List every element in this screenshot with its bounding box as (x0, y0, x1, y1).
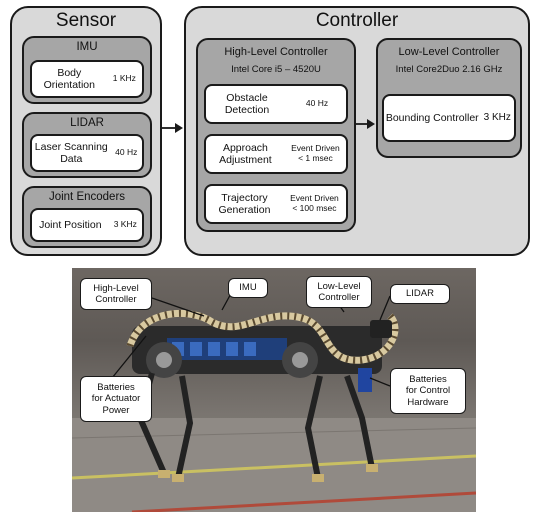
lidar-title: LIDAR (70, 117, 104, 129)
obstacle-detection-rate: 40 Hz (305, 98, 329, 109)
callout-batteries-control: Batteries for Control Hardware (390, 368, 466, 414)
bounding-controller-label: Bounding Controller (385, 111, 479, 124)
joint-encoders-group: Joint Encoders Joint Position 3 KHz (22, 186, 152, 248)
sensor-to-controller-arrow (162, 123, 183, 133)
callout-high-level-controller: High-Level Controller (80, 278, 152, 310)
laser-scanning-rate: 40 Hz (115, 147, 138, 158)
body-orientation-box: Body Orientation 1 KHz (30, 60, 144, 98)
robot-illustration (72, 287, 476, 512)
callout-lidar: LIDAR (390, 284, 450, 304)
joint-position-label: Joint Position (39, 218, 102, 231)
approach-adjustment-box: Approach Adjustment Event Driven < 1 mse… (204, 134, 348, 174)
body-orientation-rate: 1 KHz (112, 73, 136, 84)
imu-group: IMU Body Orientation 1 KHz (22, 36, 152, 104)
laser-scanning-label: Laser Scanning Data (34, 140, 108, 165)
sensor-title: Sensor (55, 10, 117, 31)
approach-adjustment-label: Approach Adjustment (219, 141, 272, 166)
high-level-cpu: Intel Core i5 – 4520U (231, 64, 321, 75)
sensor-panel: Sensor IMU Body Orientation 1 KHz LIDAR … (10, 6, 162, 256)
bounding-controller-box: Bounding Controller 3 KHz (382, 94, 516, 142)
laser-scanning-box: Laser Scanning Data 40 Hz (30, 134, 144, 172)
body-orientation-label: Body Orientation (43, 66, 95, 91)
obstacle-detection-label: Obstacle Detection (224, 91, 270, 116)
trajectory-generation-label: Trajectory Generation (218, 191, 271, 216)
cheetah-robot-photo: High-Level Controller IMU Low-Level Cont… (72, 268, 476, 512)
low-level-cpu: Intel Core2Duo 2.16 GHz (395, 64, 503, 75)
imu-title: IMU (76, 41, 98, 53)
callout-low-level-controller: Low-Level Controller (306, 276, 372, 308)
obstacle-detection-box: Obstacle Detection 40 Hz (204, 84, 348, 124)
controller-panel: Controller High-Level Controller Intel C… (184, 6, 530, 256)
bounding-controller-rate: 3 KHz (483, 112, 511, 124)
joint-position-rate: 3 KHz (113, 219, 137, 230)
callout-batteries-actuator: Batteries for Actuator Power (80, 376, 152, 422)
low-level-controller-group: Low-Level Controller Intel Core2Duo 2.16… (376, 38, 522, 158)
approach-adjustment-rate: Event Driven < 1 msec (291, 143, 340, 163)
lidar-group: LIDAR Laser Scanning Data 40 Hz (22, 112, 152, 178)
controller-title: Controller (315, 10, 399, 31)
low-level-title: Low-Level Controller (398, 46, 500, 58)
trajectory-generation-rate: Event Driven < 100 msec (290, 193, 339, 213)
trajectory-generation-box: Trajectory Generation Event Driven < 100… (204, 184, 348, 224)
joint-encoders-title: Joint Encoders (48, 191, 126, 203)
high-level-controller-group: High-Level Controller Intel Core i5 – 45… (196, 38, 356, 232)
joint-position-box: Joint Position 3 KHz (30, 208, 144, 242)
high-level-title: High-Level Controller (224, 46, 328, 58)
callout-imu: IMU (228, 278, 268, 298)
high-to-low-arrow (356, 119, 375, 129)
